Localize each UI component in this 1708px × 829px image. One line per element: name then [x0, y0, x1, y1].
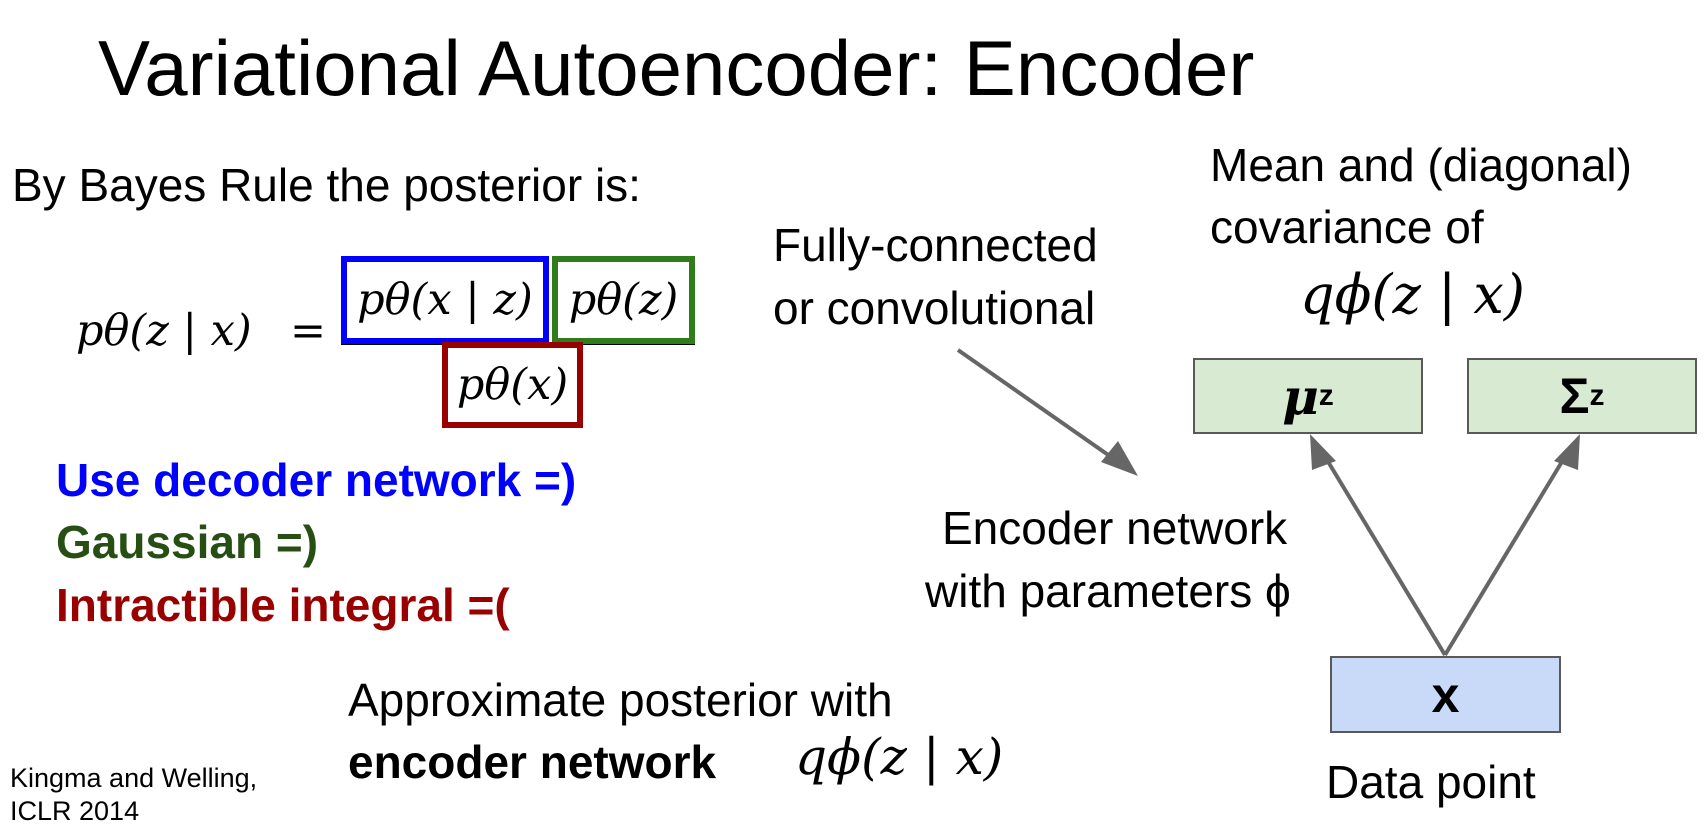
- citation-line1: Kingma and Welling,: [10, 763, 258, 793]
- equals-sign: =: [290, 306, 327, 356]
- bayes-rule-text: By Bayes Rule the posterior is:: [12, 159, 641, 211]
- x-input-node: x: [1330, 656, 1561, 733]
- fully-connected-label-line1: Fully-connected: [773, 219, 1098, 271]
- x-to-sigma-arrowhead: [1554, 434, 1580, 470]
- prior-term: pθ(z): [568, 275, 679, 325]
- approximate-text-line1: Approximate posterior with: [348, 674, 893, 726]
- evidence-box: pθ(x): [442, 342, 583, 428]
- approximate-formula: qϕ(z | x): [795, 728, 1004, 786]
- posterior-lhs: pθ(z | x): [76, 306, 252, 356]
- mean-covariance-label-line1: Mean and (diagonal): [1210, 139, 1632, 191]
- mu-symbol: μ: [1282, 366, 1319, 426]
- data-point-label: Data point: [1326, 756, 1536, 808]
- encoder-network-label-line1: Encoder network: [942, 502, 1288, 554]
- fully-connected-label-line2: or convolutional: [773, 282, 1096, 334]
- x-to-mu-arrow: [1322, 453, 1447, 657]
- encoder-network-label-line2: with parameters ϕ: [925, 565, 1291, 617]
- mean-covariance-formula: qϕ(z | x): [1300, 263, 1525, 326]
- approximate-text-line2: encoder network: [348, 736, 717, 788]
- evidence-term: pθ(x): [456, 360, 569, 410]
- fully-connected-arrowhead: [1101, 441, 1138, 476]
- prior-box: pθ(z): [552, 256, 695, 344]
- likelihood-box: pθ(x | z): [341, 256, 549, 344]
- likelihood-term: pθ(x | z): [357, 275, 533, 325]
- gaussian-note: Gaussian =): [56, 516, 319, 568]
- x-to-sigma-arrow: [1443, 453, 1568, 657]
- citation-line2: ICLR 2014: [10, 796, 140, 826]
- sigma-symbol: Σ: [1559, 368, 1590, 424]
- sigma-superscript: z: [1589, 379, 1605, 412]
- slide-title: Variational Autoencoder: Encoder: [98, 24, 1255, 112]
- x-to-mu-arrowhead: [1310, 434, 1336, 470]
- intractable-note: Intractible integral =(: [56, 579, 510, 631]
- mean-covariance-label-line2: covariance of: [1210, 201, 1484, 253]
- decoder-note: Use decoder network =): [56, 454, 577, 506]
- x-node-label: x: [1431, 666, 1460, 723]
- mu-superscript: z: [1318, 379, 1334, 412]
- fully-connected-arrow: [956, 348, 1126, 468]
